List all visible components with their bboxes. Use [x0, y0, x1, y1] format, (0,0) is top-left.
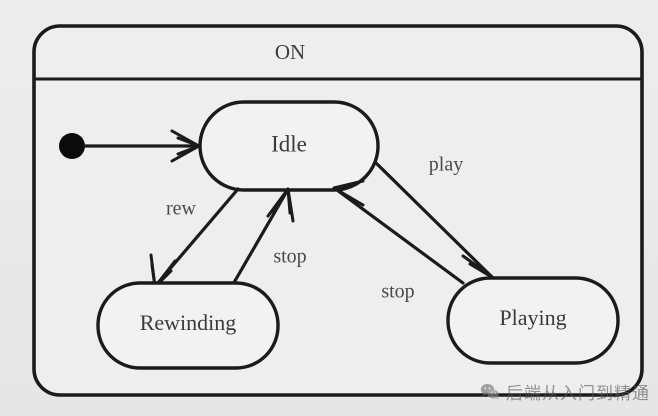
state-idle[interactable]: Idle — [198, 100, 380, 192]
transition-playing-to-idle[interactable]: stop — [332, 179, 465, 303]
transition-label-play: play — [429, 154, 463, 176]
transition-label-stop-playing: stop — [381, 281, 414, 303]
transition-line — [335, 188, 465, 285]
transition-label-rew: rew — [166, 198, 197, 220]
transition-rewinding-to-idle[interactable]: stop — [230, 187, 307, 288]
state-playing[interactable]: Playing — [446, 276, 620, 365]
state-playing-shape — [446, 276, 620, 365]
state-idle-label: Idle — [271, 131, 307, 156]
state-rewinding[interactable]: Rewinding — [96, 281, 280, 370]
transition-label-stop-rewinding: stop — [273, 246, 306, 268]
transition-line — [374, 161, 494, 279]
arrowhead-icon — [272, 187, 292, 215]
state-rewinding-shape — [96, 281, 280, 370]
state-rewinding-label: Rewinding — [140, 310, 237, 335]
composite-state-title: ON — [275, 40, 305, 64]
initial-pseudostate[interactable] — [59, 133, 85, 159]
state-playing-label: Playing — [499, 305, 566, 330]
arrowhead-icon — [332, 182, 359, 205]
